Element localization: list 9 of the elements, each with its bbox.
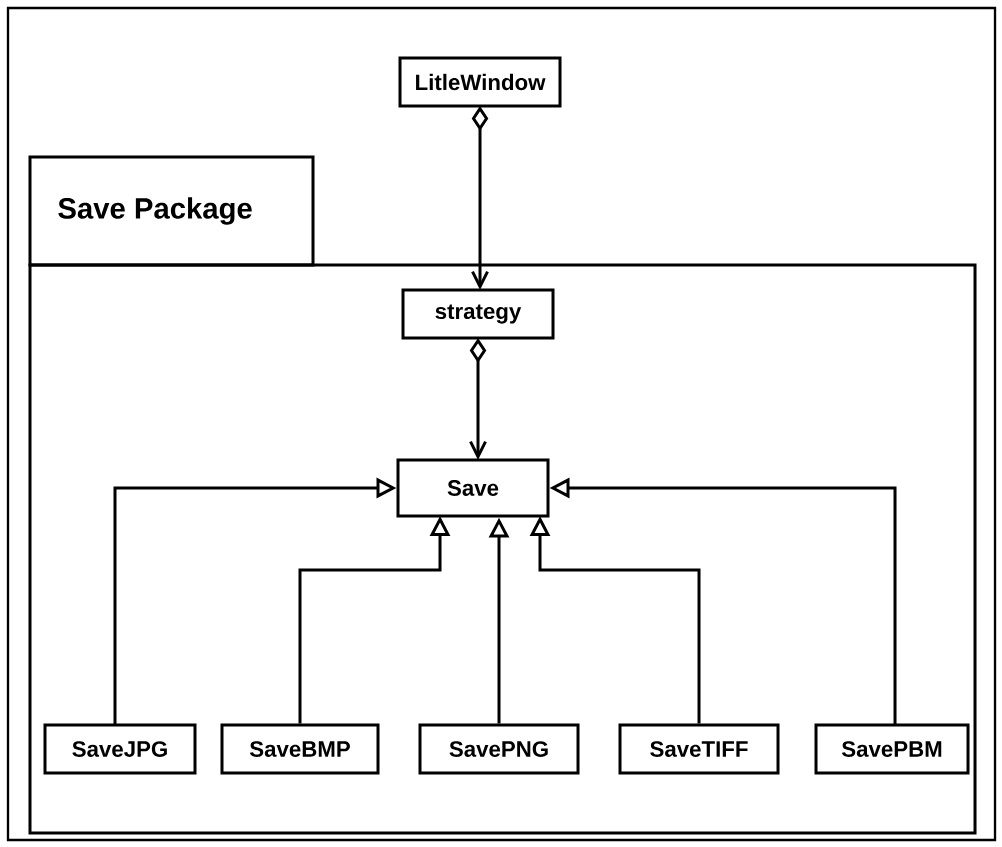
class-box: SaveJPG [43, 723, 197, 775]
class-box: strategy [401, 288, 555, 340]
class-box: LitleWindow [398, 56, 562, 108]
class-box: SaveBMP [220, 723, 380, 775]
class-box: SavePNG [418, 723, 580, 775]
class-box: SaveTIFF [618, 723, 780, 775]
node-label: Save Package [58, 197, 252, 225]
class-box: Save [396, 458, 550, 518]
class-box: SavePBM [814, 723, 970, 775]
